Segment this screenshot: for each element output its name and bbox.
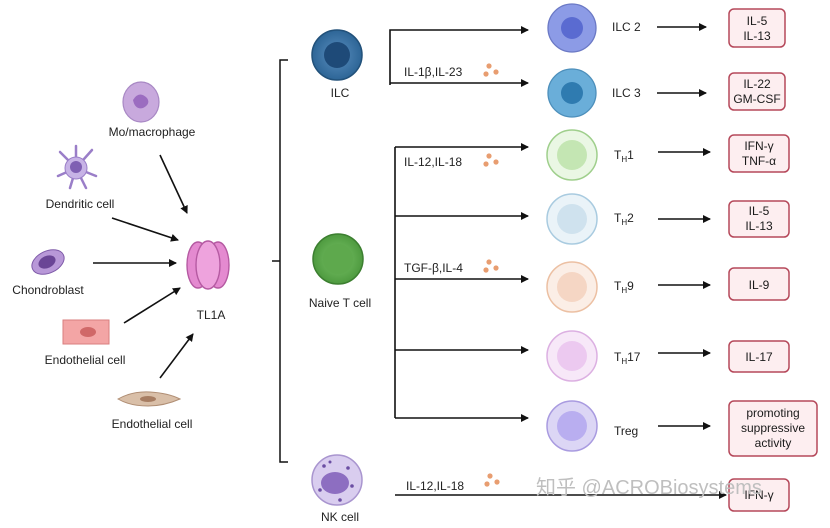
branch-lines <box>389 26 727 499</box>
ilc-label: ILC <box>331 86 350 100</box>
subset-label-th9: TH9 <box>614 279 634 295</box>
cytokine-th2-1: IL-5 <box>749 204 770 218</box>
cytokine-nk: IFN-γ <box>744 488 773 502</box>
subset-label-ilc2: ILC 2 <box>612 20 641 34</box>
th2-cell <box>546 193 598 245</box>
endothelial-cell-2 <box>116 391 182 407</box>
bracket <box>279 59 288 463</box>
cytokine-th9: IL-9 <box>749 278 770 292</box>
subset-label-th17: TH17 <box>614 350 641 366</box>
cytokine-dots <box>483 63 500 487</box>
cytokine-ilc2-2: IL-13 <box>743 29 771 43</box>
signal-ilc: IL-1β,IL-23 <box>404 65 463 79</box>
subset-label-treg: Treg <box>614 424 638 438</box>
cytokine-boxes <box>728 8 818 512</box>
tl1a-trimer-icon <box>186 240 230 290</box>
cytokine-ilc2-1: IL-5 <box>747 14 768 28</box>
subset-label-ilc3: ILC 3 <box>612 86 641 100</box>
treg-output-3: activity <box>755 436 792 450</box>
chondroblast-label: Chondroblast <box>12 283 84 297</box>
signal-th1: IL-12,IL-18 <box>404 155 462 169</box>
cytokine-ilc3-1: IL-22 <box>743 77 771 91</box>
cytokine-th1-2: TNF-α <box>742 154 776 168</box>
treg-output-1: promoting <box>746 406 799 420</box>
chondroblast-cell <box>31 249 65 275</box>
ilc2-cell <box>547 3 597 53</box>
endothelial-1-label: Endothelial cell <box>45 353 126 367</box>
endothelial-2-label: Endothelial cell <box>112 417 193 431</box>
dendritic-label: Dendritic cell <box>46 197 115 211</box>
dendritic-cell <box>56 144 98 190</box>
nk-label: NK cell <box>321 510 359 523</box>
th1-cell <box>546 129 598 181</box>
subset-label-th1: TH1 <box>614 148 634 164</box>
signal-th9: TGF-β,IL-4 <box>404 261 463 275</box>
nk-cell <box>311 454 363 506</box>
cytokine-th17: IL-17 <box>745 350 773 364</box>
cytokine-ilc3-2: GM-CSF <box>733 92 780 106</box>
cytokine-th1-1: IFN-γ <box>744 139 773 153</box>
watermark: 知乎 @ACROBiosystems <box>536 476 762 499</box>
subset-label-th2: TH2 <box>614 211 634 227</box>
treg-output-2: suppressive <box>741 421 805 435</box>
naive-t-label: Naive T cell <box>309 296 371 310</box>
macrophage-cell <box>122 81 160 123</box>
naive-t-cell <box>312 233 364 285</box>
source-arrows <box>93 154 194 379</box>
tl1a-label: TL1A <box>197 308 226 322</box>
output-arrows <box>657 23 711 430</box>
ilc-cell <box>311 29 363 81</box>
cytokine-th2-2: IL-13 <box>745 219 773 233</box>
macrophage-label: Mo/macrophage <box>109 125 196 139</box>
th17-cell <box>546 330 598 382</box>
ilc3-cell <box>547 68 597 118</box>
endothelial-cell-1 <box>62 319 110 345</box>
treg-cell <box>546 400 598 452</box>
signal-nk: IL-12,IL-18 <box>406 479 464 493</box>
th9-cell <box>546 261 598 313</box>
